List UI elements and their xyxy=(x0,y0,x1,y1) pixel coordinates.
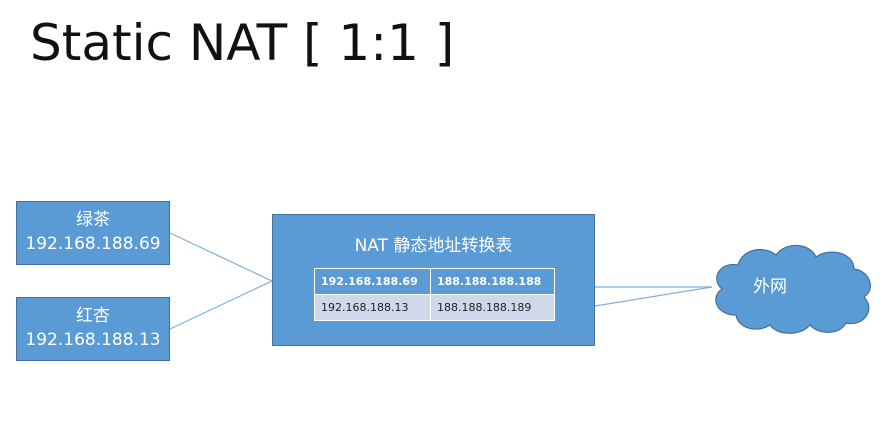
host-ip: 192.168.188.69 xyxy=(25,234,161,254)
cloud-label: 外网 xyxy=(753,277,787,297)
host-name: 绿茶 xyxy=(76,210,110,230)
nat-table-title: NAT 静态地址转换表 xyxy=(354,236,513,256)
table-cell: 192.168.188.69 xyxy=(314,268,431,295)
nat-mapping-table: 192.168.188.69 188.188.188.188 192.168.1… xyxy=(314,268,556,321)
host-box-red-apricot: 红杏 192.168.188.13 xyxy=(16,297,170,361)
host-box-green-tea: 绿茶 192.168.188.69 xyxy=(16,201,170,265)
cloud-icon xyxy=(715,244,871,334)
connector-line-d xyxy=(594,286,713,307)
slide-title: Static NAT [ 1:1 ] xyxy=(30,14,455,72)
table-cell: 192.168.188.13 xyxy=(314,294,431,321)
table-cell: 188.188.188.189 xyxy=(429,294,556,321)
connector-line-a xyxy=(169,232,273,282)
table-cell: 188.188.188.188 xyxy=(429,268,556,295)
host-ip: 192.168.188.13 xyxy=(25,330,161,350)
table-row: 192.168.188.13 188.188.188.189 xyxy=(314,294,556,321)
host-name: 红杏 xyxy=(76,306,110,326)
nat-table-box: NAT 静态地址转换表 192.168.188.69 188.188.188.1… xyxy=(272,214,595,346)
connector-line-b xyxy=(169,280,273,330)
table-row: 192.168.188.69 188.188.188.188 xyxy=(314,268,556,295)
